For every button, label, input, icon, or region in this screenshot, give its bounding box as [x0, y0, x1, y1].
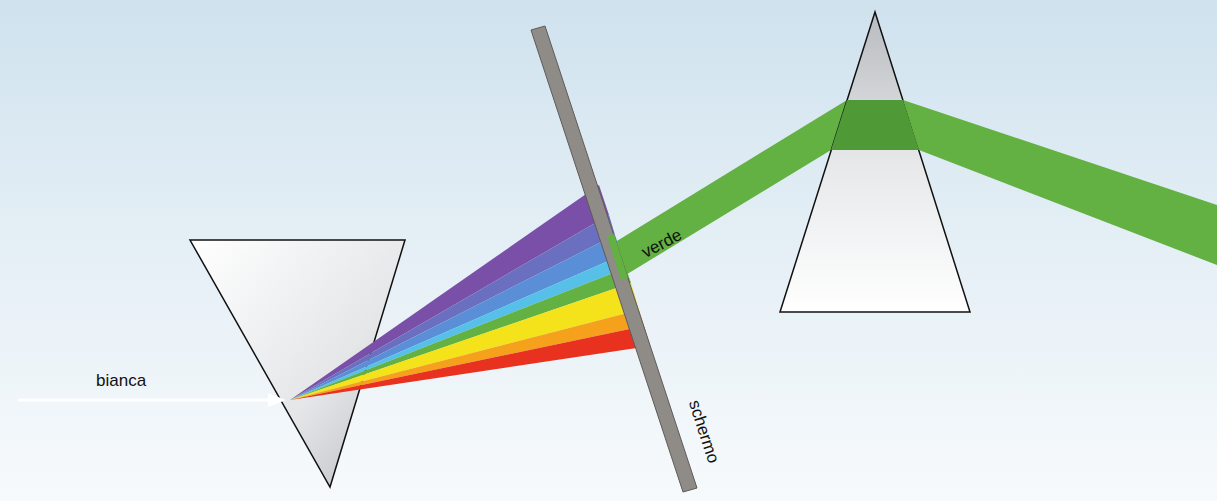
green-beam [903, 100, 1217, 265]
prism [780, 12, 970, 312]
screen [531, 26, 697, 492]
orange-ray [290, 310, 644, 400]
screen-slit [607, 234, 628, 280]
red-ray [290, 326, 650, 400]
beam-label: verde [639, 226, 685, 261]
light-arrow [18, 399, 272, 402]
light-label: bianca [96, 372, 146, 389]
screen-label: schermo [686, 398, 722, 465]
arrow-head [268, 393, 286, 407]
